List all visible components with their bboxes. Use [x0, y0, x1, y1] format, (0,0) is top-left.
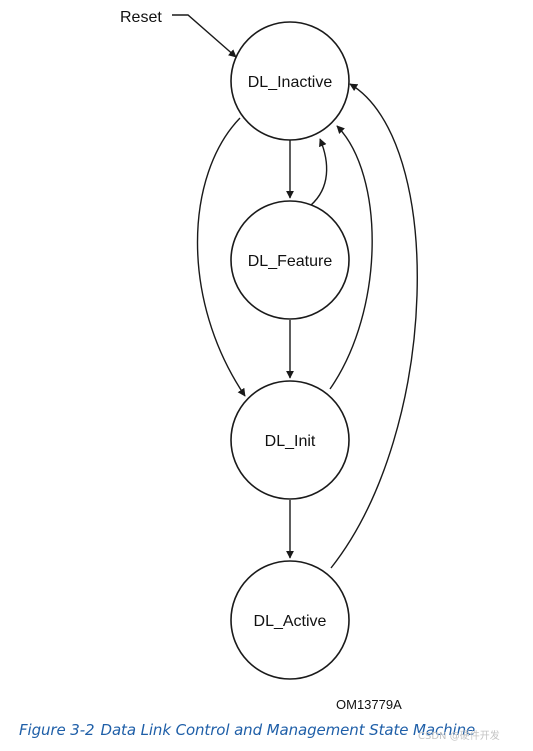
state-label-feature: DL_Feature: [248, 253, 333, 270]
edge-inactive-to-init: [196, 117, 246, 397]
edge-active-to-inactive: [330, 83, 418, 569]
reset-label: Reset: [120, 9, 162, 26]
state-label-init: DL_Init: [265, 433, 316, 450]
edge-init-to-inactive: [329, 125, 373, 390]
edge-reset-to-inactive: [172, 14, 237, 58]
state-dl-init: DL_Init: [230, 380, 350, 500]
state-dl-inactive: DL_Inactive: [230, 21, 350, 141]
state-dl-feature: DL_Feature: [230, 200, 350, 320]
watermark: CSDN @硬件开发: [418, 731, 500, 742]
figure-id: OM13779A: [336, 697, 402, 712]
state-dl-active: DL_Active: [230, 560, 350, 680]
state-label-inactive: DL_Inactive: [248, 74, 333, 91]
state-label-active: DL_Active: [254, 613, 327, 630]
figure-number: Figure 3-2: [19, 721, 95, 739]
edge-feature-to-inactive: [310, 138, 328, 206]
figure-caption: Figure 3-2 Data Link Control and Manageme…: [19, 721, 475, 739]
figure-title: Data Link Control and Management State M…: [100, 721, 476, 739]
